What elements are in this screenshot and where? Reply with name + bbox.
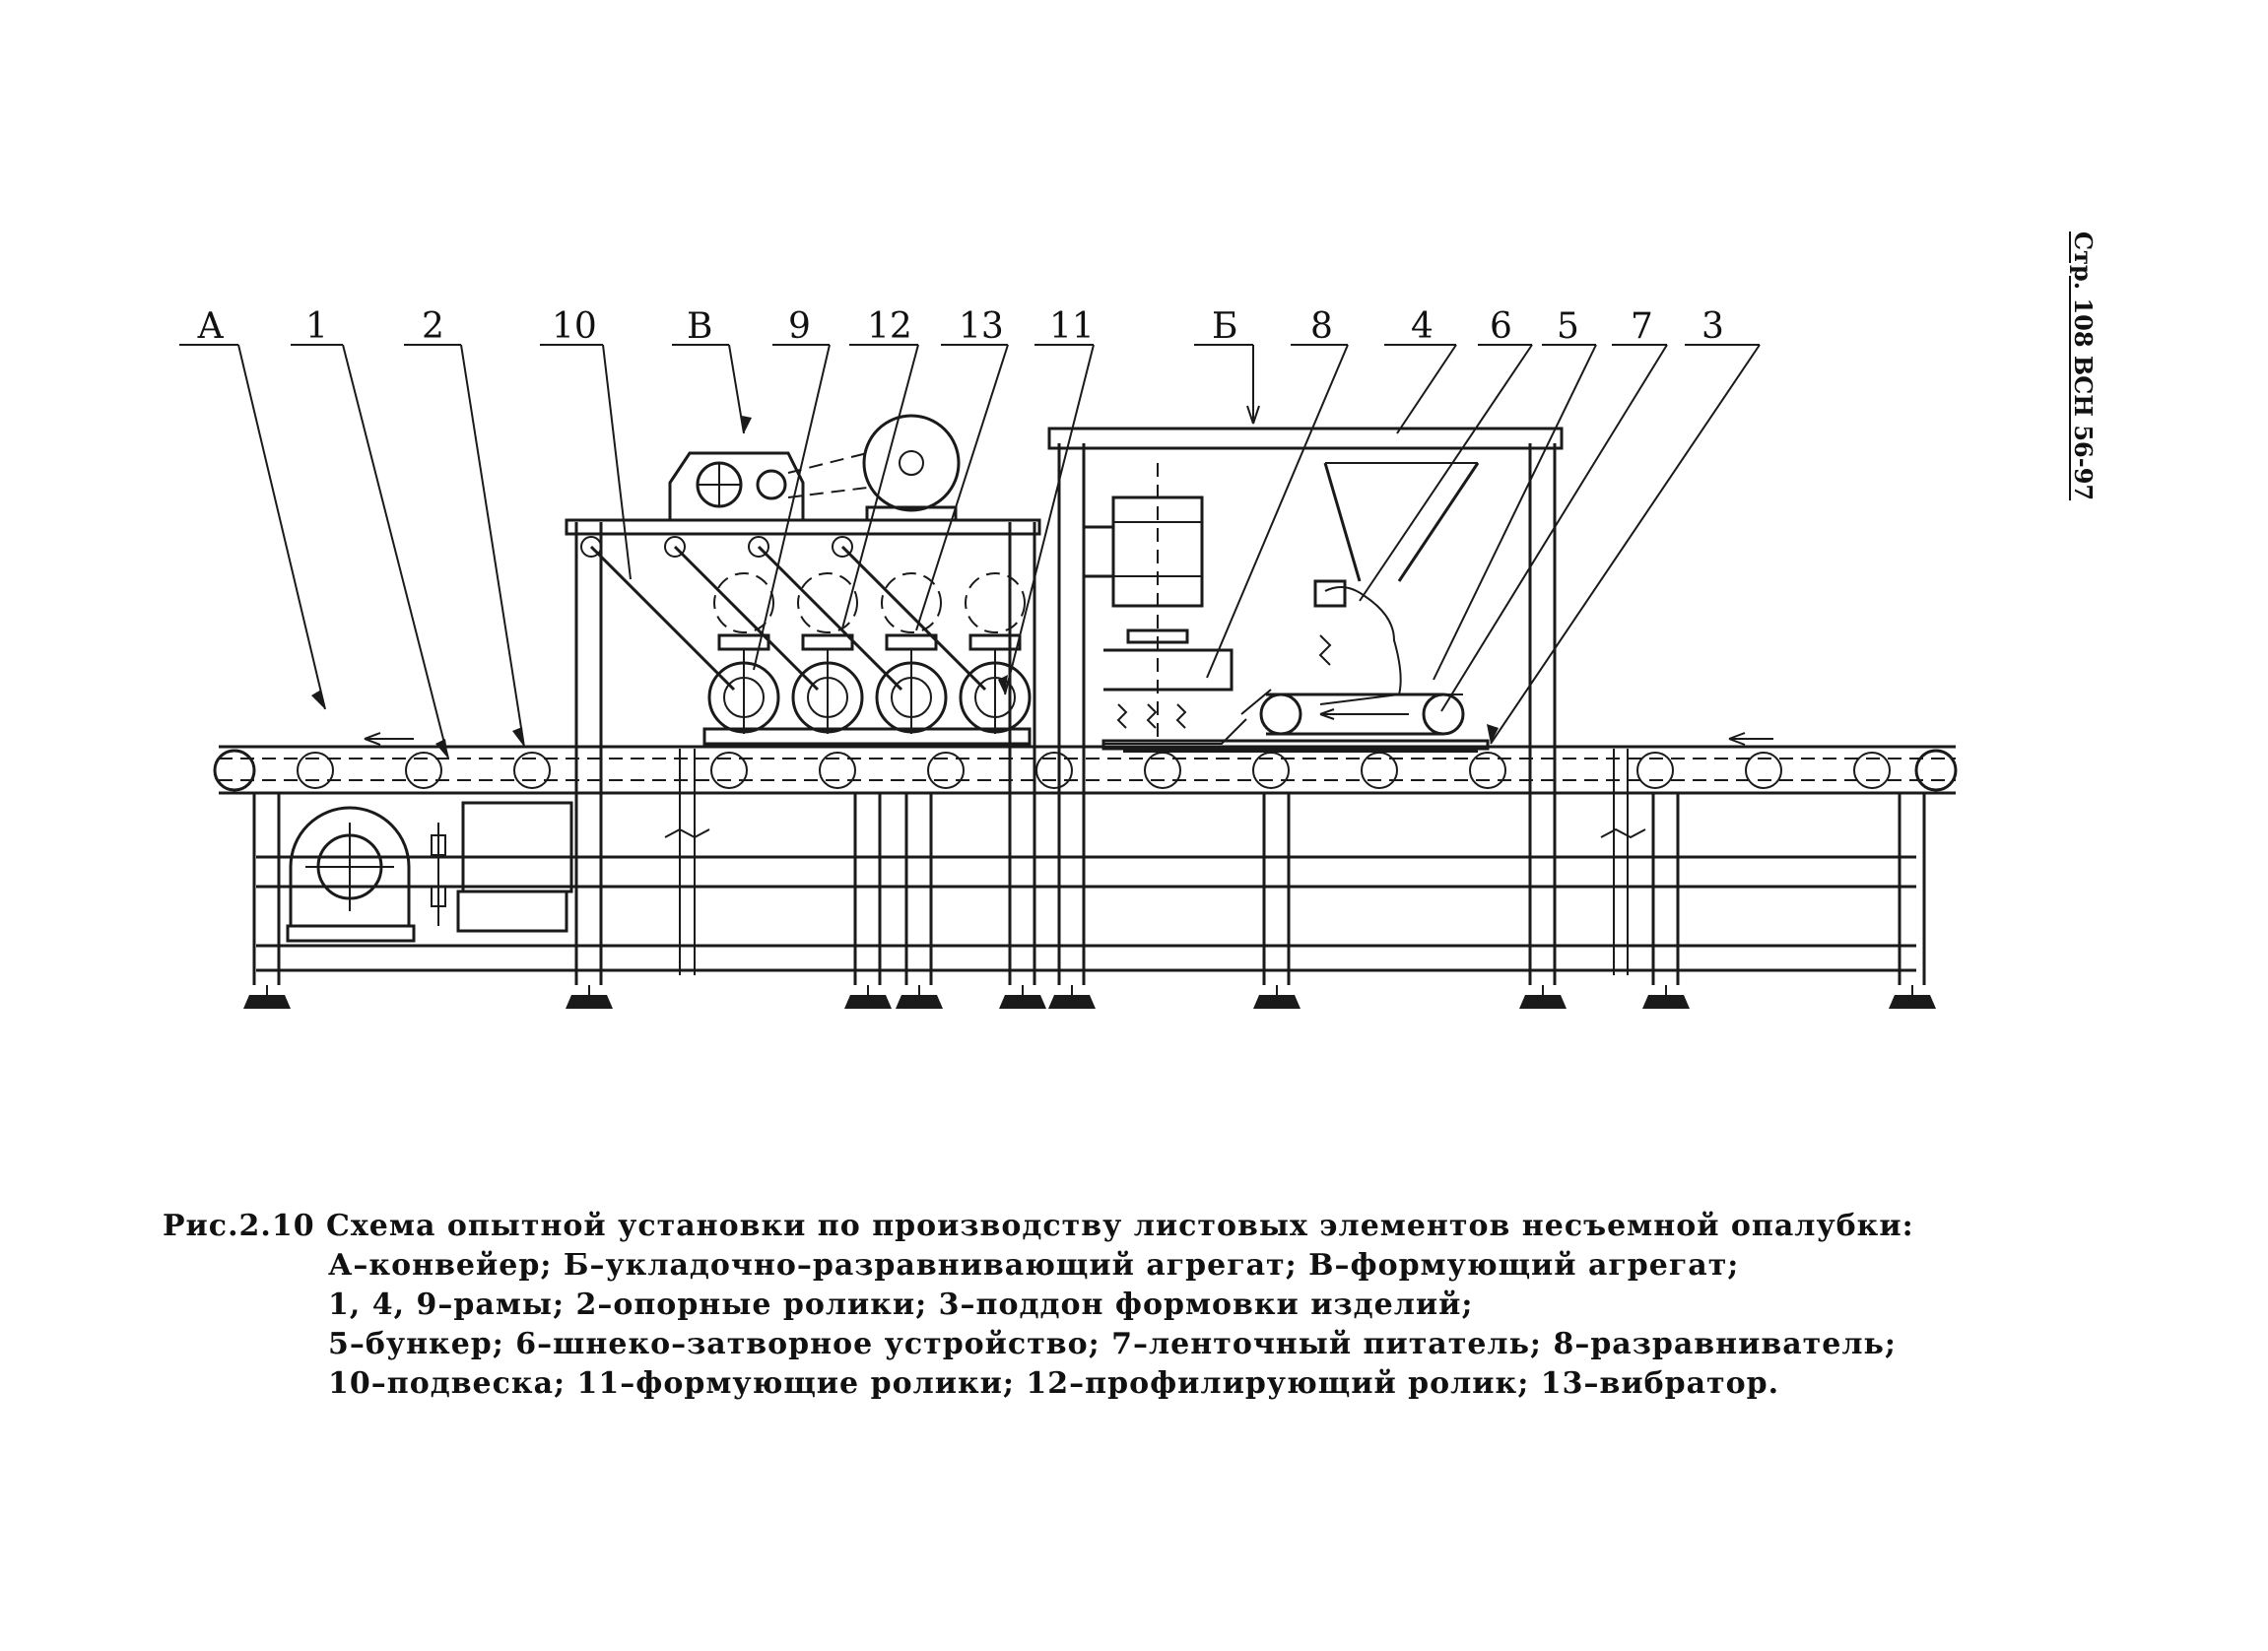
- label-1: 1: [305, 306, 328, 347]
- figure-number: Рис.2.10: [163, 1209, 315, 1243]
- support-legs: [243, 443, 1936, 1009]
- label-9: 9: [788, 306, 811, 347]
- label-8: 8: [1310, 306, 1333, 347]
- label-6: 6: [1490, 306, 1512, 347]
- page-reference: Стр. 108 ВСН 56-97: [2069, 231, 2098, 501]
- label-v: В: [687, 306, 712, 347]
- label-5: 5: [1557, 306, 1579, 347]
- laying-leveling-unit-b: [1047, 427, 1564, 753]
- label-7: 7: [1631, 306, 1653, 347]
- conveyor-a: [213, 732, 1958, 975]
- label-10: 10: [552, 306, 597, 347]
- forming-rollers: [707, 650, 1032, 734]
- callout-labels: А 1 2 10 В 9 12 13 11 Б 8 4 6 5 7 3: [179, 306, 1761, 759]
- label-4: 4: [1411, 306, 1434, 347]
- legend-line-3: 5–бункер; 6–шнеко–затворное устройство; …: [328, 1327, 1897, 1361]
- caption-title-line: Рис.2.10 Схема опытной установки по прои…: [163, 1207, 2133, 1246]
- label-b: Б: [1212, 306, 1237, 347]
- conveyor-drive: [286, 801, 573, 943]
- label-11: 11: [1049, 306, 1095, 347]
- legend-line-1: А–конвейер; Б–укладочно–разравнивающий а…: [328, 1248, 1740, 1283]
- label-3: 3: [1701, 306, 1724, 347]
- figure-title: Схема опытной установки по производству …: [326, 1209, 1914, 1243]
- legend-line-2: 1, 4, 9–рамы; 2–опорные ролики; 3–поддон…: [328, 1288, 1474, 1322]
- legend-line-4: 10–подвеска; 11–формующие ролики; 12–про…: [328, 1366, 1780, 1401]
- label-2: 2: [422, 306, 444, 347]
- label-a: А: [197, 306, 224, 347]
- figure-caption: Рис.2.10 Схема опытной установки по прои…: [163, 1207, 2133, 1404]
- label-13: 13: [959, 306, 1004, 347]
- label-12: 12: [867, 306, 912, 347]
- forming-unit-v: [565, 414, 1041, 746]
